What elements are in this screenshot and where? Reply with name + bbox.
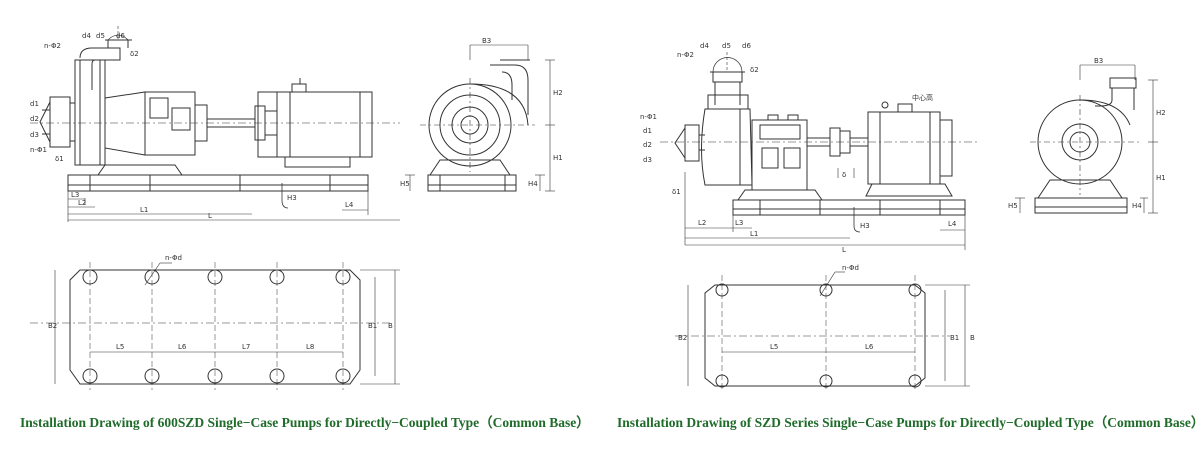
caption-right: Installation Drawing of SZD Series Singl… [617,415,1200,430]
label: L5 [770,343,778,351]
label: L3 [735,219,743,227]
left-end-elevation [405,44,555,192]
label: δ [842,171,846,179]
label: L4 [948,220,957,228]
label: L5 [116,343,124,351]
label: n-Φ1 [640,113,657,121]
label: L2 [698,219,706,227]
label: H5 [400,180,410,188]
label: L7 [242,343,250,351]
label: L [208,212,212,220]
right-end-elevation [1015,64,1158,214]
label: d3 [30,131,39,139]
label: H1 [553,154,563,162]
label: d6 [742,42,751,50]
label: B [970,334,975,342]
label: d2 [30,115,39,123]
label: L4 [345,201,354,209]
label: H4 [1132,202,1142,210]
label: δ1 [55,155,64,163]
label: B3 [482,37,491,45]
left-side-elevation [30,26,400,222]
label: d5 [96,32,105,40]
label: d1 [643,127,652,135]
label: L1 [140,206,148,214]
right-side-elevation [660,52,980,250]
label: H3 [860,222,870,230]
label: δ2 [130,50,139,58]
label: L8 [306,343,314,351]
label: δ2 [750,66,759,74]
label: H2 [1156,109,1166,117]
label: L1 [750,230,758,238]
label: n-Φd [165,254,182,262]
label: d2 [643,141,652,149]
label: n-Φ2 [677,51,694,59]
label: d4 [82,32,91,40]
label: n-Φ2 [44,42,61,50]
label: H1 [1156,174,1166,182]
label: B1 [368,322,377,330]
label: L6 [178,343,187,351]
label: H2 [553,89,563,97]
label: B [388,322,393,330]
label: B2 [678,334,687,342]
label: H4 [528,180,538,188]
label: L [842,246,846,254]
motor-center-height-label: 中心高 [912,93,933,102]
label: L2 [78,199,86,207]
label: n-Φ1 [30,146,47,154]
label: d3 [643,156,652,164]
label: d4 [700,42,709,50]
label: B2 [48,322,57,330]
label: d1 [30,100,39,108]
right-plan-view [675,271,970,392]
label: L3 [71,191,79,199]
label: d6 [116,32,125,40]
caption-left: Installation Drawing of 600SZD Single−Ca… [20,415,590,430]
label: δ1 [672,188,681,196]
label: n-Φd [842,264,859,272]
label: B3 [1094,57,1103,65]
label: d5 [722,42,731,50]
left-plan-view [30,262,400,390]
label: B1 [950,334,959,342]
label: L6 [865,343,874,351]
label: H5 [1008,202,1018,210]
label: H3 [287,194,297,202]
